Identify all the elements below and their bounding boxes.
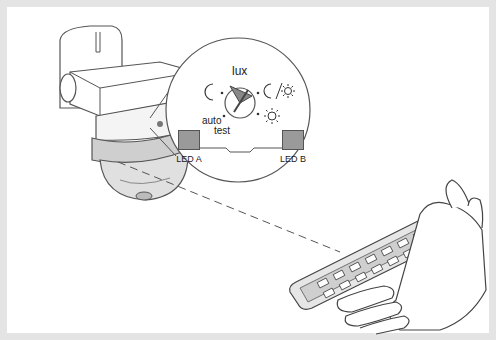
led-square [282,130,304,150]
base-rail [200,148,282,152]
led-label: LED B [272,154,314,164]
plate-slot [96,32,100,52]
dial-label: auto [202,116,221,126]
led-indicator: LED A [178,130,200,150]
moon-symbol [205,84,213,100]
hand [337,180,486,334]
dial-label: test [214,126,230,136]
dome-line [120,178,170,184]
sensor-dome [100,150,188,200]
pivot-cap [60,74,76,102]
led-square [178,130,200,150]
led-indicator: LED B [282,130,304,150]
led-label: LED A [168,154,210,164]
canvas [7,7,489,333]
body-knob [157,121,163,127]
ir-beam [118,162,340,252]
dome-tip [136,192,152,200]
moon-symbol [264,84,271,98]
dial-slot [234,90,248,112]
dial-label: lux [232,65,247,77]
slash [276,83,282,99]
sun-symbol [281,84,295,98]
sun-symbol [264,108,280,124]
